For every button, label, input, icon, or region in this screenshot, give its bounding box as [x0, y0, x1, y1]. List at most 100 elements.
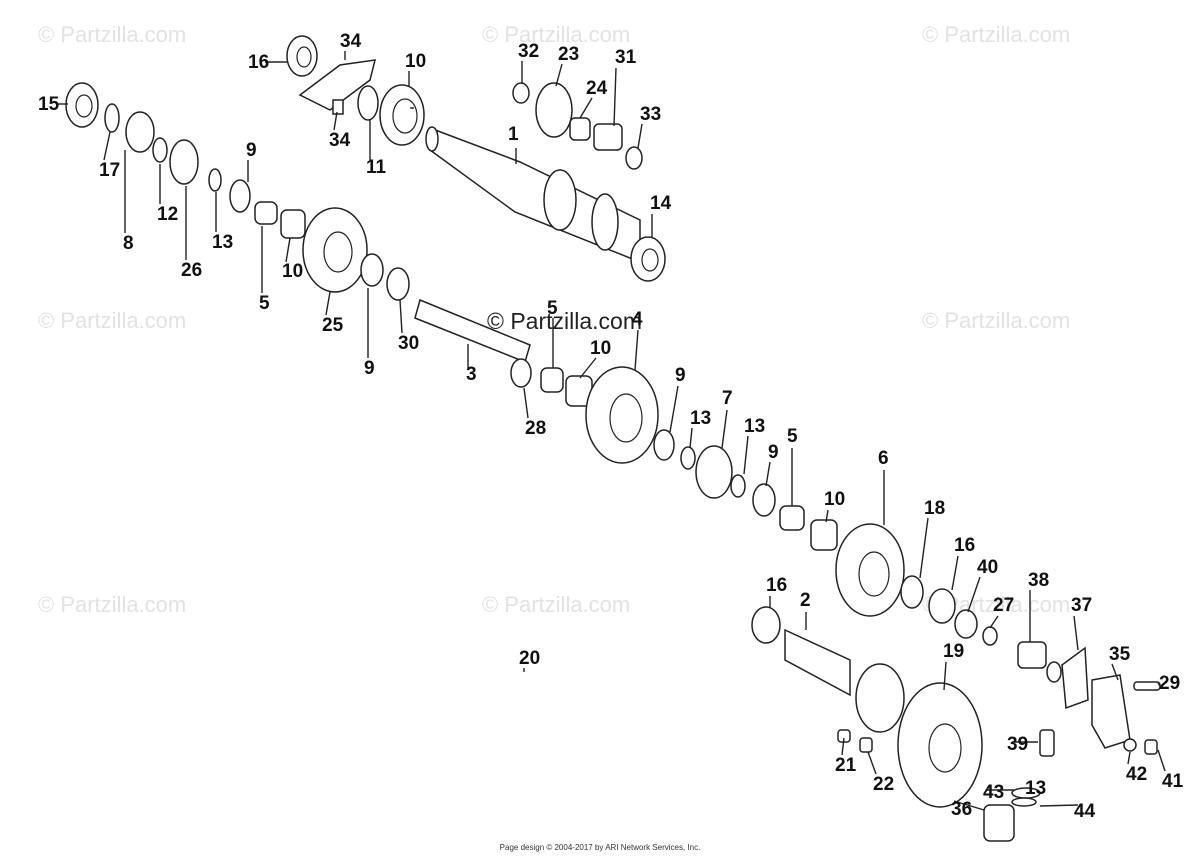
callout-label: 10: [282, 261, 303, 282]
leader-line: [721, 409, 728, 449]
page-footer: Page design © 2004-2017 by ARI Network S…: [499, 843, 701, 852]
leader-line: [613, 67, 617, 127]
callout-label: 44: [1074, 801, 1096, 822]
bushing-5b-part: [540, 367, 564, 393]
leader-line: [103, 131, 111, 161]
callout-label: 35: [1109, 644, 1131, 665]
callout-label: 41: [1162, 771, 1184, 792]
leader-line: [579, 357, 597, 379]
bearing-16-mid-part: [928, 588, 956, 624]
leader-line: [867, 751, 877, 775]
needle-10a-part: [280, 209, 306, 239]
bolt-43-part: [1144, 739, 1158, 755]
washer-18-part: [104, 103, 120, 133]
leader-line: [765, 461, 771, 487]
gear-25-part: [535, 82, 573, 138]
washer-9b-part: [360, 253, 384, 287]
callout-label: 9: [246, 140, 257, 161]
leader-line: [1127, 751, 1131, 765]
leader-line: [555, 63, 563, 87]
washer-32-part: [386, 267, 410, 301]
bearing-16-lower-part: [751, 606, 781, 644]
callout-label: 19: [943, 641, 964, 662]
plate-35-part: [298, 59, 376, 111]
leader-line: [1157, 682, 1161, 687]
callout-label: 13: [212, 232, 233, 253]
callout-label: 40: [977, 557, 998, 578]
callout-label: 29: [1159, 673, 1180, 694]
mainshaft-part: [425, 126, 641, 264]
callout-label: 33: [640, 104, 661, 125]
seal-42-part: [954, 609, 978, 639]
leader-line: [943, 661, 947, 691]
bolt-31-part: [1133, 681, 1161, 691]
watermark-text: © Partzilla.com: [482, 592, 630, 617]
watermark-text: © Partzilla.com: [922, 22, 1070, 47]
bearing-11-part: [379, 84, 425, 146]
callout-label: 34: [329, 130, 351, 151]
circlip-13d-part: [730, 474, 746, 498]
bolt-24-part: [859, 737, 873, 753]
bearing-15-part: [630, 236, 666, 282]
washer-21-part: [1046, 661, 1062, 683]
callout-label: 43: [983, 782, 1004, 803]
dog-28-part: [169, 139, 199, 185]
leader-line: [523, 387, 529, 419]
sleeve-38-part: [983, 804, 1015, 842]
leader-line: [743, 435, 749, 475]
callout-label: 7: [722, 388, 733, 409]
callout-label: 9: [768, 442, 779, 463]
leader-line: [637, 123, 643, 149]
watermark-text: © Partzilla.com: [482, 22, 630, 47]
callout-label: 4: [632, 309, 643, 330]
bushing-5c-part: [779, 505, 805, 531]
bolt-36-part: [332, 99, 344, 115]
callout-label: 8: [123, 233, 134, 254]
watermark-text: © Partzilla.com: [38, 22, 186, 47]
callout-label: 25: [322, 315, 344, 336]
washer-34b-part: [625, 146, 643, 170]
leader-line: [953, 800, 985, 811]
callout-label: 11: [366, 157, 387, 178]
callout-label: 12: [157, 204, 178, 225]
callout-label: 39: [1007, 734, 1028, 755]
callout-label: 5: [259, 293, 270, 314]
leader-line: [579, 97, 593, 119]
watermark-text: © Partzilla.com: [922, 308, 1070, 333]
leader-line: [919, 517, 929, 579]
gear-6-part: [835, 523, 905, 617]
gear-27-part: [302, 207, 368, 293]
collar-33-part: [593, 123, 623, 151]
callout-label: 24: [586, 78, 608, 99]
callout-label: 36: [951, 799, 972, 820]
bushing-5a-part: [254, 201, 278, 225]
callout-label: 16: [766, 575, 787, 596]
leader-line: [634, 329, 639, 371]
callout-label: 38: [1028, 570, 1049, 591]
callout-label: 28: [525, 418, 546, 439]
callout-label: 20: [519, 648, 540, 669]
callout-label: 16: [248, 52, 269, 73]
leader-line: [325, 291, 331, 316]
washer-34a-part: [512, 82, 530, 104]
callout-label: 42: [1126, 764, 1147, 785]
callout-label: 15: [38, 94, 60, 115]
gear-4-part: [585, 366, 659, 464]
callout-label: 23: [558, 44, 579, 65]
gear-20-part: [897, 682, 983, 808]
callout-label: 1: [508, 124, 519, 145]
callout-label: 3: [466, 364, 477, 385]
circlip-29-part: [982, 626, 998, 646]
gasket-39-part: [1061, 646, 1089, 710]
callout-label: 6: [878, 448, 889, 469]
bearing-22-part: [855, 663, 905, 733]
callout-label: 9: [364, 358, 375, 379]
callout-label: 18: [924, 498, 945, 519]
output-shaft-part: [784, 628, 851, 697]
bushing-26-part: [569, 117, 591, 141]
drive-40-part: [1017, 641, 1047, 669]
leader-line: [1073, 615, 1079, 651]
leader-line: [285, 237, 291, 263]
callout-label: 9: [675, 365, 686, 386]
